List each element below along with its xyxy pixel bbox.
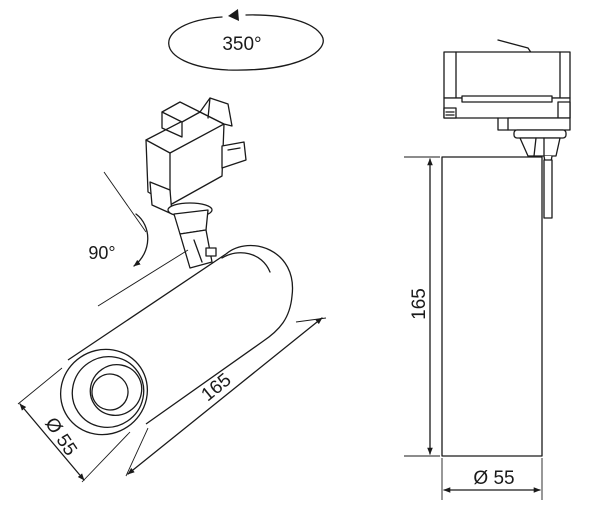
stem-iso (167, 202, 217, 269)
horizontal-rotation-label: 350° (222, 34, 261, 55)
side-view: 165 Ø 55 (404, 39, 571, 500)
spotlight-body-iso (59, 245, 294, 436)
horizontal-rotation-indicator: 350° (168, 9, 324, 71)
stem-side (513, 129, 567, 219)
track-adapter-iso (145, 97, 247, 215)
height-label-side: 165 (409, 288, 430, 320)
rotation-ellipse (168, 14, 324, 71)
diameter-label-side: Ø 55 (473, 468, 514, 489)
lens (91, 373, 129, 411)
height-dimension-side: 165 (404, 156, 440, 457)
diameter-dimension-side: Ø 55 (441, 458, 543, 500)
isometric-view: 90° 165 Ø 55 (17, 97, 327, 483)
track-adapter-side (443, 39, 571, 131)
spotlight-body-side (441, 156, 543, 457)
tilt-indicator: 90° (88, 171, 189, 307)
rotation-arrowhead (228, 9, 239, 21)
tilt-angle-label: 90° (88, 243, 115, 263)
